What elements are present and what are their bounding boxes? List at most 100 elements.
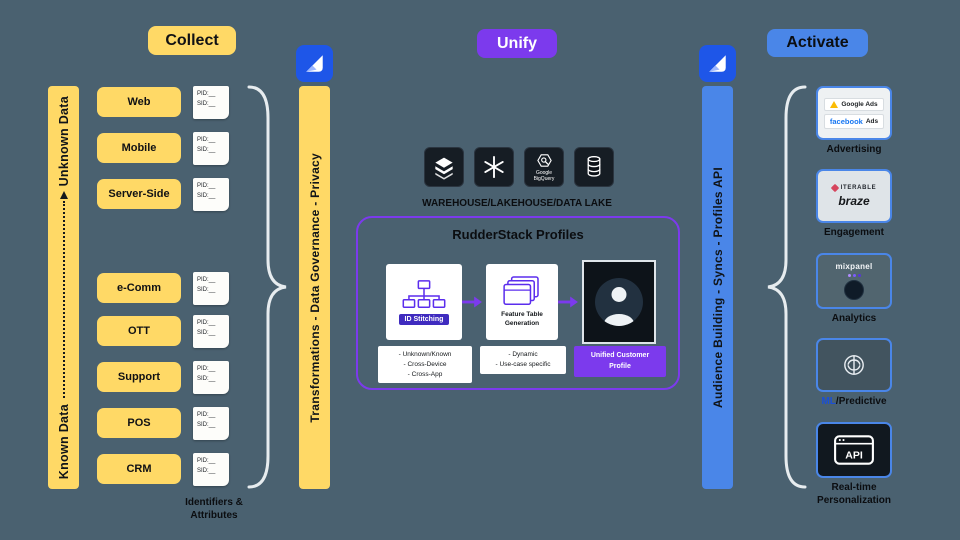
- profiles-title: RudderStack Profiles: [452, 227, 584, 242]
- datalake-icon: [574, 147, 614, 187]
- dest-label-analytics: Analytics: [831, 313, 877, 324]
- iterable-wordmark: ITERABLE: [840, 184, 877, 191]
- feature-table-box: Feature Table Generation: [486, 264, 558, 340]
- doc-pid: PID:__: [197, 137, 216, 143]
- identifier-doc-icon: PID:__ SID:__: [193, 361, 229, 394]
- doc-pid: PID:__: [197, 277, 216, 283]
- activate-header: Activate: [767, 29, 868, 57]
- card-realtime-personalization: API: [816, 422, 892, 478]
- feature-table-label: Feature Table Generation: [501, 311, 543, 327]
- facebook-wordmark: facebook: [829, 116, 863, 126]
- bigquery-label: Google BigQuery: [533, 169, 555, 182]
- activation-bar: Audience Building - Syncs - Profiles API: [702, 86, 733, 489]
- doc-pid: PID:__: [197, 320, 216, 326]
- dest-label-engagement: Engagement: [823, 227, 884, 238]
- braze-logo: braze: [838, 193, 870, 208]
- doc-sid: SID:__: [197, 147, 216, 154]
- identifiers-attributes-label: Identifiers & Attributes: [185, 497, 243, 521]
- iterable-mark-icon: [830, 183, 839, 192]
- identifier-doc-icon: PID:__ SID:__: [193, 315, 229, 348]
- flow-arrow-icon: [558, 296, 578, 308]
- known-unknown-axis-bar: Unknown Data Known Data: [48, 86, 79, 489]
- identifier-doc-icon: PID:__ SID:__: [193, 453, 229, 486]
- doc-sid: SID:__: [197, 287, 216, 294]
- databricks-icon: [424, 147, 464, 187]
- collect-header: Collect: [148, 26, 236, 55]
- brain-icon: [844, 355, 864, 375]
- doc-pid: PID:__: [197, 91, 216, 97]
- axis-arrow-up-icon: [59, 191, 68, 200]
- feature-table-icon: [503, 276, 539, 306]
- mixpanel-logo: mixpanel: [835, 262, 873, 271]
- doc-sid: SID:__: [197, 468, 216, 475]
- identifier-doc-icon: PID:__ SID:__: [193, 132, 229, 165]
- source-ecomm: e-Comm: [97, 273, 181, 303]
- facebook-ads-suffix: Ads: [865, 117, 879, 125]
- source-ott: OTT: [97, 316, 181, 346]
- card-engagement: ITERABLE braze: [816, 169, 892, 223]
- feature-table-note: - Dynamic - Use-case specific: [480, 346, 566, 374]
- source-mobile: Mobile: [97, 133, 181, 163]
- api-icon: API: [834, 435, 874, 465]
- doc-pid: PID:__: [197, 412, 216, 418]
- unified-profile-avatar-box: [582, 260, 656, 344]
- ml-label-rest: /Predictive: [835, 396, 887, 407]
- rudderstack-logo-icon: [699, 45, 736, 82]
- identifier-doc-icon: PID:__ SID:__: [193, 86, 229, 119]
- card-ml-predictive: [816, 338, 892, 392]
- avatar-body: [604, 314, 634, 326]
- doc-pid: PID:__: [197, 183, 216, 189]
- rudderstack-logo-icon: [296, 45, 333, 82]
- ml-label-prefix: ML: [821, 396, 836, 407]
- facebook-ads-logo: facebook Ads: [823, 113, 885, 129]
- source-support: Support: [97, 362, 181, 392]
- brace-right-icon: [767, 85, 807, 489]
- source-crm: CRM: [97, 454, 181, 484]
- dest-label-advertising: Advertising: [826, 144, 882, 155]
- transformations-bar: Transformations - Data Governance - Priv…: [299, 86, 330, 489]
- flow-arrow-icon: [462, 296, 482, 308]
- avatar-head: [611, 287, 627, 302]
- amplitude-logo-icon: [844, 280, 864, 300]
- dest-label-realtime: Real-time Personalization: [817, 482, 891, 506]
- source-server-side: Server-Side: [97, 179, 181, 209]
- iterable-logo: ITERABLE: [830, 183, 877, 192]
- id-stitching-note: - Unknown/Known - Cross-Device - Cross-A…: [378, 346, 472, 384]
- activation-bar-label: Audience Building - Syncs - Profiles API: [710, 167, 725, 408]
- dest-label-ml-predictive: ML/Predictive: [784, 396, 924, 409]
- snowflake-icon: [474, 147, 514, 187]
- bigquery-icon: Google BigQuery: [524, 147, 564, 187]
- doc-sid: SID:__: [197, 422, 216, 429]
- doc-sid: SID:__: [197, 376, 216, 383]
- id-stitching-label: ID Stitching: [398, 314, 450, 325]
- doc-pid: PID:__: [197, 458, 216, 464]
- doc-pid: PID:__: [197, 366, 216, 372]
- doc-sid: SID:__: [197, 330, 216, 337]
- mixpanel-dots-icon: [847, 274, 861, 277]
- google-ads-logo: Google Ads: [824, 97, 884, 111]
- warehouse-label: WAREHOUSE/LAKEHOUSE/DATA LAKE: [422, 198, 612, 209]
- doc-sid: SID:__: [197, 101, 216, 108]
- api-text: API: [845, 449, 863, 461]
- axis-dotted-line: [62, 201, 65, 398]
- source-web: Web: [97, 87, 181, 117]
- doc-sid: SID:__: [197, 193, 216, 200]
- id-stitching-icon: [402, 280, 446, 308]
- id-stitching-box: ID Stitching: [386, 264, 462, 340]
- identifier-doc-icon: PID:__ SID:__: [193, 272, 229, 305]
- transformations-bar-label: Transformations - Data Governance - Priv…: [307, 152, 322, 423]
- card-advertising: Google Ads facebook Ads: [816, 86, 892, 140]
- identifier-doc-icon: PID:__ SID:__: [193, 178, 229, 211]
- unified-profile-badge: Unified Customer Profile: [574, 346, 666, 377]
- axis-label-unknown: Unknown Data: [56, 96, 71, 187]
- axis-label-known: Known Data: [56, 403, 71, 479]
- brace-left-icon: [247, 85, 287, 489]
- google-ads-triangle-icon: [830, 100, 839, 108]
- source-pos: POS: [97, 408, 181, 438]
- avatar-icon: [595, 278, 643, 326]
- unify-header: Unify: [477, 29, 557, 58]
- identifier-doc-icon: PID:__ SID:__: [193, 407, 229, 440]
- rudderstack-profiles-panel: RudderStack Profiles ID Stitching: [356, 216, 680, 390]
- google-ads-wordmark: Google Ads: [841, 100, 878, 108]
